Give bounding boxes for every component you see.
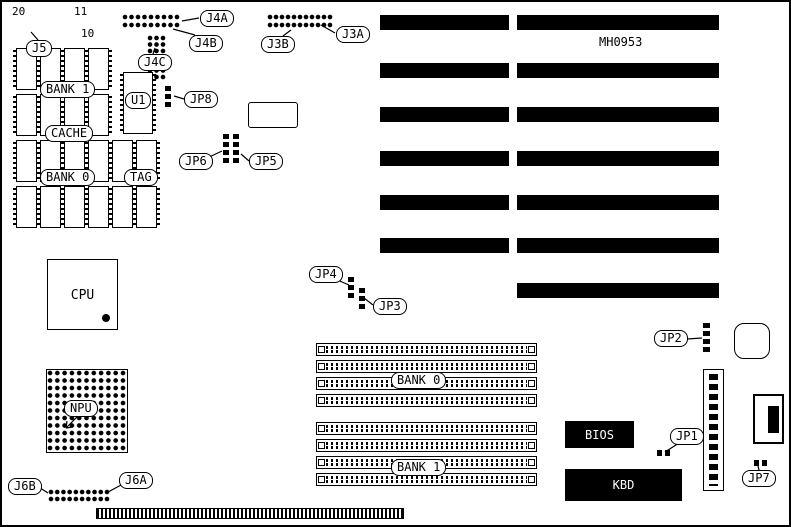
- pin-number-11: 11: [74, 5, 88, 18]
- isa-slot-8bit-segment: [517, 151, 719, 166]
- jp3-jumper: [359, 288, 365, 309]
- j5-label: J5: [26, 40, 53, 57]
- cache-bank1-label: BANK 1: [40, 81, 96, 98]
- j3-header: [267, 14, 333, 28]
- battery-outline: [734, 323, 770, 359]
- part-number-text: MH0953: [599, 35, 643, 49]
- memory-chip: [37, 186, 64, 228]
- isa-slot-16bit-segment: [380, 63, 509, 78]
- j6b-label: J6B: [8, 478, 42, 495]
- simm-socket-bank0: [316, 394, 537, 407]
- j3b-label: J3B: [261, 36, 295, 53]
- memory-chip: [13, 140, 40, 182]
- jp4-jumper: [348, 277, 354, 298]
- isa-slot-16bit-segment: [380, 195, 509, 210]
- jp6-label: JP6: [179, 153, 213, 170]
- jp5-label: JP5: [249, 153, 283, 170]
- cache-bank0-label: BANK 0: [40, 169, 96, 186]
- memory-chip: [13, 94, 40, 136]
- simm-socket-bank1: [316, 473, 537, 486]
- jp2-jumper: [703, 323, 710, 355]
- jp6-jumper: [223, 134, 229, 163]
- jp7-jumper: [754, 460, 767, 466]
- cache-label: CACHE: [45, 125, 94, 142]
- jp7-label: JP7: [742, 470, 776, 487]
- jp3-label: JP3: [373, 298, 407, 315]
- j4b-label: J4B: [189, 35, 223, 52]
- pin-number-10: 10: [81, 27, 95, 40]
- j4-header: [122, 14, 180, 28]
- jp5-jumper: [233, 134, 239, 163]
- simm-socket-bank0: [316, 343, 537, 356]
- isa-slot-8bit-segment: [517, 283, 719, 298]
- memory-chip: [13, 186, 40, 228]
- isa-slot-8bit-segment: [517, 63, 719, 78]
- memory-chip: [85, 48, 112, 90]
- jp2-label: JP2: [654, 330, 688, 347]
- power-connector: [703, 369, 724, 491]
- simm-socket-bank1: [316, 422, 537, 435]
- kbd-label: KBD: [612, 478, 635, 492]
- jp4-label: JP4: [309, 266, 343, 283]
- jp1-label: JP1: [670, 428, 704, 445]
- cpu-pin1-dot: [102, 314, 110, 322]
- j3a-label: J3A: [336, 26, 370, 43]
- simm-bank0-label: BANK 0: [391, 372, 447, 389]
- j4c-label: J4C: [138, 54, 172, 71]
- j4a-label: J4A: [200, 10, 234, 27]
- isa-slot-8bit-segment: [517, 238, 719, 253]
- memory-chip: [61, 186, 88, 228]
- jp8-jumper: [165, 86, 171, 107]
- cpu-label: CPU: [70, 288, 95, 303]
- tag-label: TAG: [124, 169, 158, 186]
- j6-header: [48, 489, 110, 502]
- cpu-chip: CPU: [47, 259, 118, 330]
- bottom-edge-connector: [96, 508, 404, 519]
- bios-chip: BIOS: [565, 421, 634, 448]
- isa-slot-8bit-segment: [517, 195, 719, 210]
- isa-slot-16bit-segment: [380, 107, 509, 122]
- simm-bank1-label: BANK 1: [391, 459, 447, 476]
- jp8-label: JP8: [184, 91, 218, 108]
- memory-chip: [133, 186, 160, 228]
- isa-slot-16bit-segment: [380, 15, 509, 30]
- npu-label: NPU: [64, 400, 98, 417]
- memory-chip: [85, 186, 112, 228]
- u1-label: U1: [125, 92, 152, 109]
- keyboard-din-connector: [753, 394, 784, 444]
- simm-socket-bank1: [316, 439, 537, 452]
- jp1-jumper: [657, 450, 671, 456]
- power-connector-pins: [709, 374, 718, 486]
- j6a-label: J6A: [119, 472, 153, 489]
- bios-label: BIOS: [585, 427, 614, 442]
- isa-slot-8bit-segment: [517, 15, 719, 30]
- kbd-chip: KBD: [565, 469, 682, 501]
- isa-slot-16bit-segment: [380, 151, 509, 166]
- pin-number-20: 20: [12, 5, 26, 18]
- memory-chip: [85, 94, 112, 136]
- memory-chip: [109, 186, 136, 228]
- isa-slot-8bit-segment: [517, 107, 719, 122]
- j5-header: [24, 15, 76, 30]
- keyboard-din-inner: [768, 406, 779, 433]
- isa-slot-16bit-segment: [380, 238, 509, 253]
- oscillator-outline: [248, 102, 298, 128]
